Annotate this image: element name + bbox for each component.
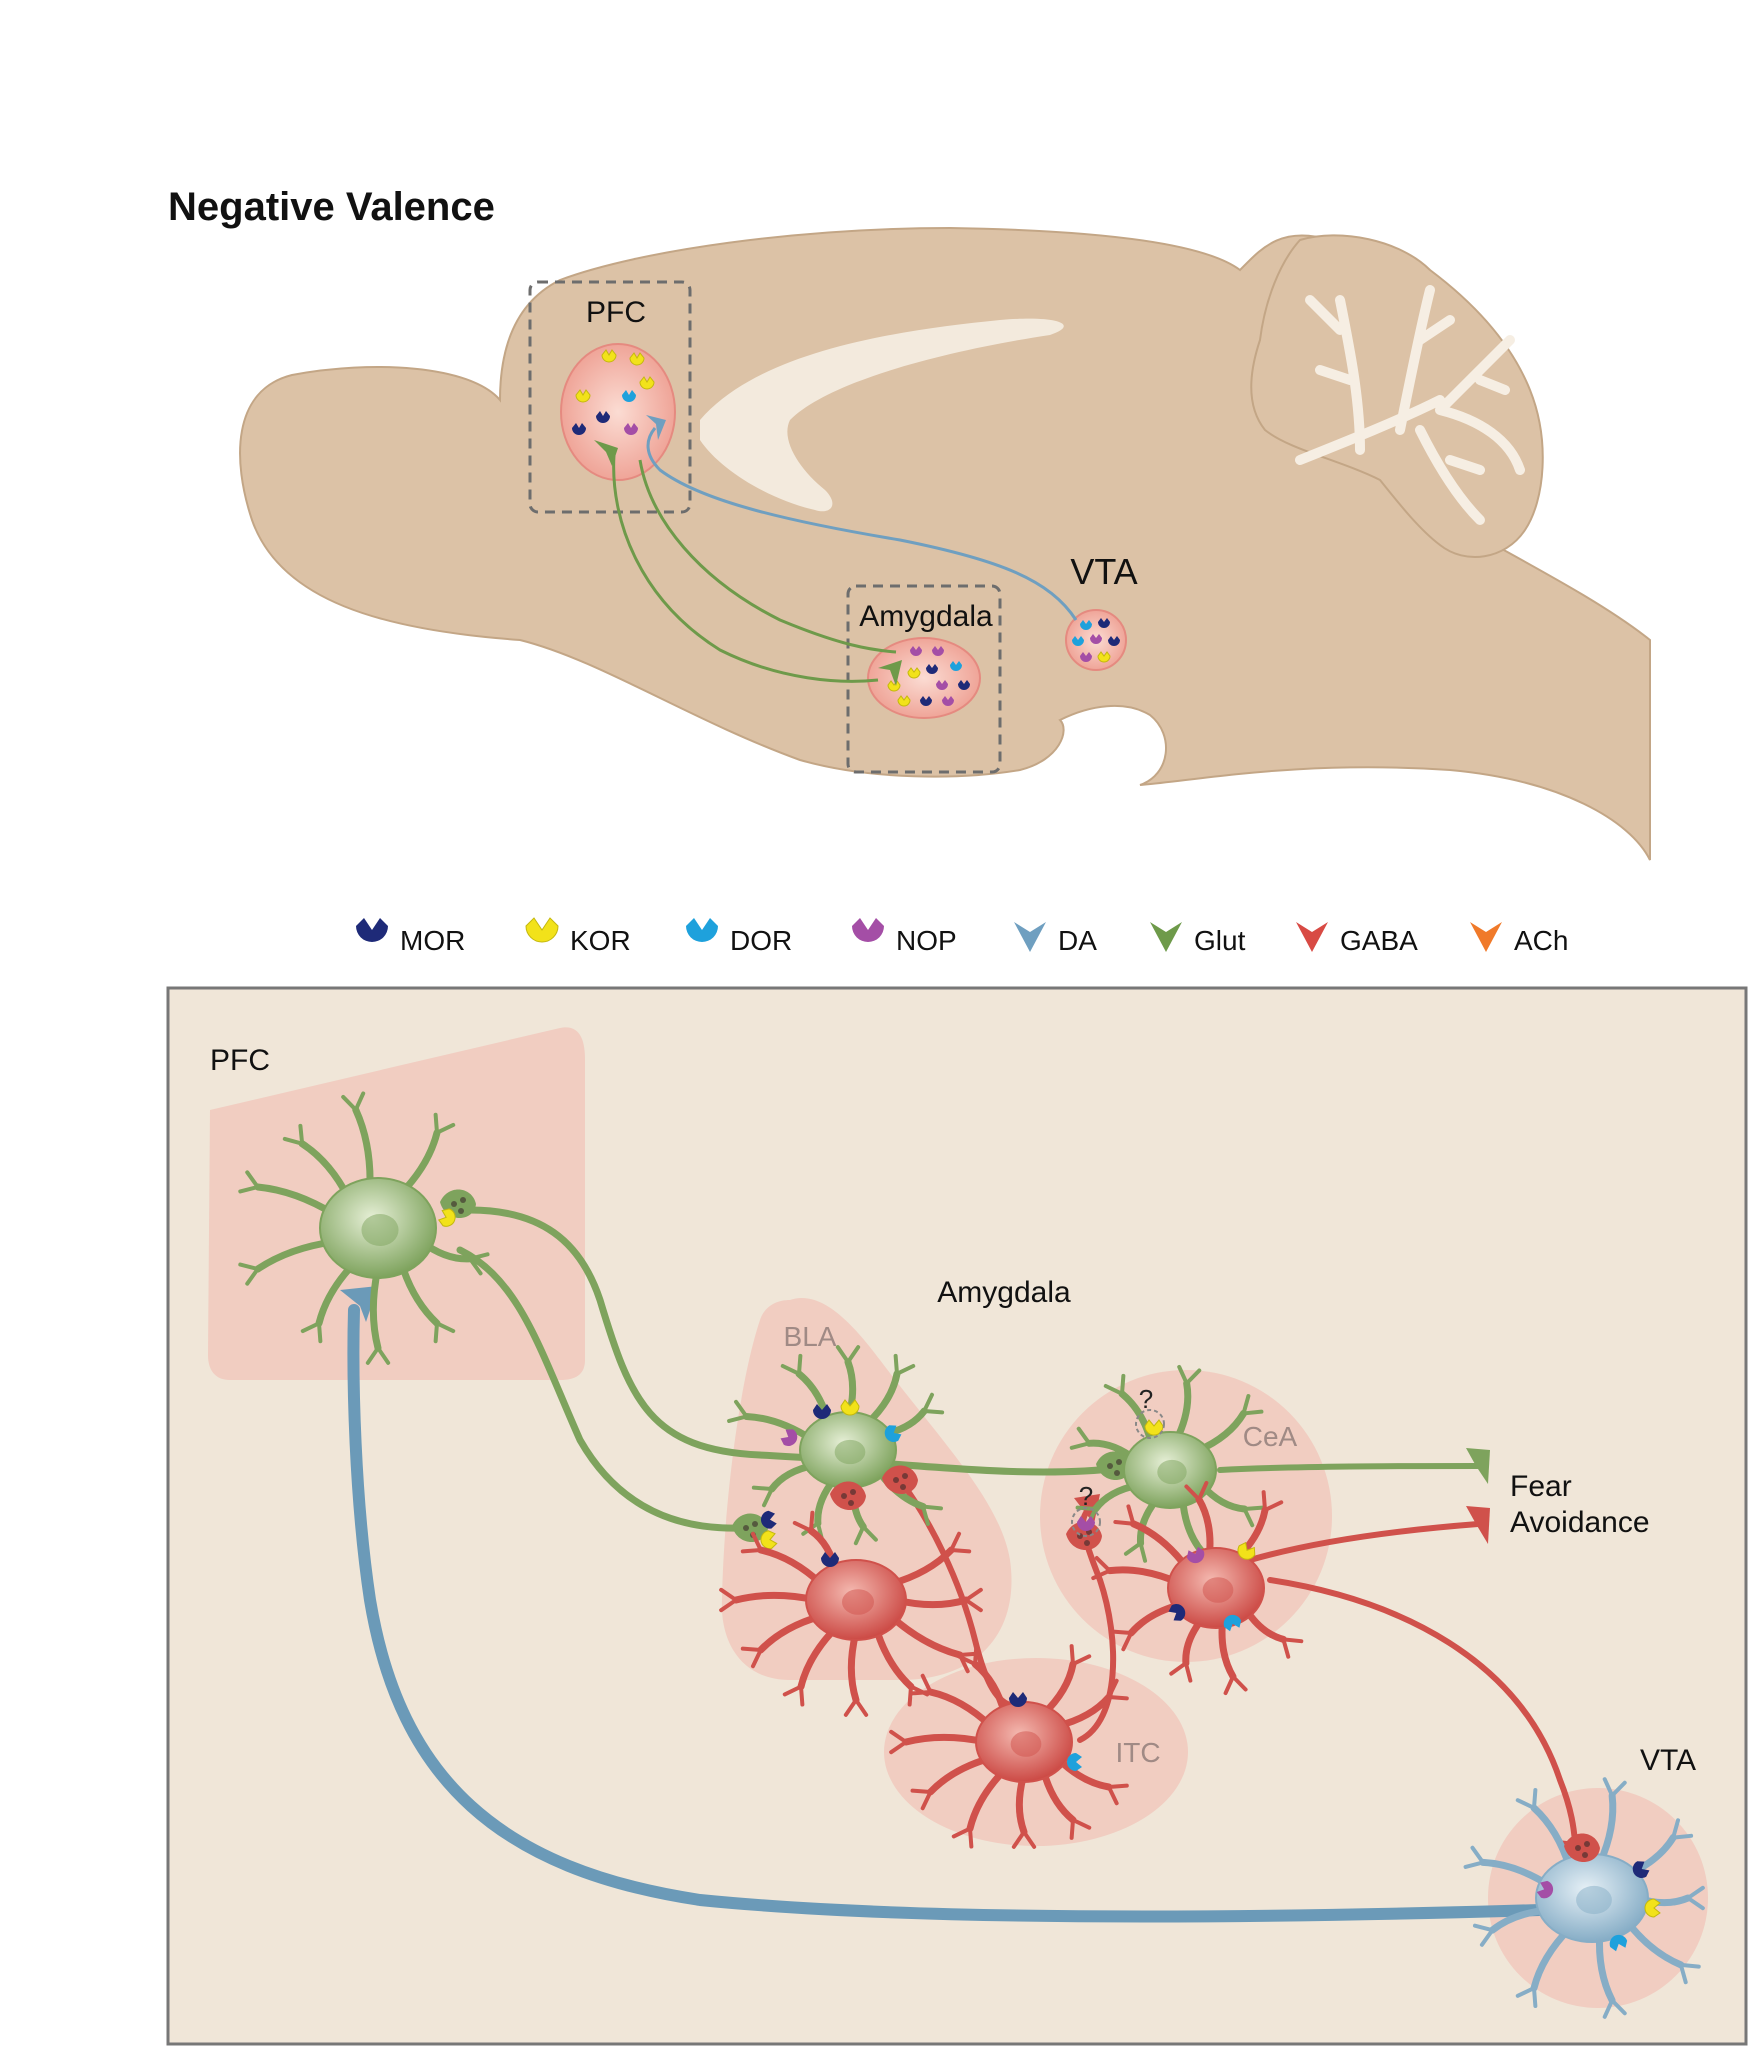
vta-receptors (1072, 618, 1120, 663)
itc-dor (1067, 1753, 1082, 1771)
glut-terminal-amygdala (878, 660, 902, 686)
pfc-receptors (572, 349, 655, 435)
pfc-dashed-box (528, 280, 692, 514)
question-mark-itc: ? (1079, 1481, 1093, 1511)
legend-item-kor: KOR (525, 917, 631, 956)
pfc-label: PFC (586, 296, 646, 329)
legend: MOR KOR DOR NOP DA Glut GABA ACh (356, 917, 1568, 956)
legend-label-mor: MOR (400, 925, 465, 956)
amygdala-label: Amygdala (859, 600, 993, 633)
vta-label: VTA (1070, 551, 1137, 592)
cea-to-vta-gaba-terminal (1564, 1833, 1600, 1862)
legend-item-ach: ACh (1470, 922, 1568, 956)
vta-da-neuron-nucleus (1576, 1885, 1612, 1915)
vta-da-neuron (1463, 1777, 1705, 2019)
cerebellum-arbor (1295, 285, 1525, 525)
cea-gaba-neuron-nucleus (1202, 1577, 1234, 1603)
legend-item-da: DA (1014, 922, 1097, 956)
da-terminal-pfc (646, 415, 666, 440)
bla-to-cea-glut-terminal (1096, 1451, 1132, 1480)
legend-label-da: DA (1058, 925, 1097, 956)
itc-gaba-neuron-nucleus (1010, 1731, 1042, 1757)
cea-unknown-kor (1144, 1419, 1164, 1436)
itc-label: ITC (1115, 1737, 1160, 1768)
vta-dor (1609, 1934, 1628, 1952)
bla-gaba-neuron-nucleus (842, 1589, 874, 1615)
bla-kor-receptor (840, 1399, 860, 1416)
legend-label-dor: DOR (730, 925, 792, 956)
itc-terminal-nop (1077, 1516, 1095, 1531)
cea-glut-neuron (1069, 1364, 1265, 1573)
avoidance-output-label: Avoidance (1510, 1506, 1650, 1539)
kor-receptor-icon (525, 917, 559, 943)
pfc-region (560, 343, 676, 481)
bla-gaba-mor (821, 1552, 839, 1567)
legend-item-mor: MOR (356, 918, 465, 956)
cea-gaba-neuron (1091, 1480, 1304, 1696)
pfc-glut-neuron-nucleus (361, 1214, 399, 1246)
pfc-kor-receptor (437, 1208, 456, 1227)
brain-projections (594, 415, 1078, 686)
pfc-panel-label: PFC (210, 1044, 270, 1077)
bla-glut-neuron-nucleus (834, 1439, 866, 1465)
neurons (238, 1091, 1705, 2019)
dor-receptor-icon (686, 918, 718, 942)
mor-receptor-icon (356, 918, 388, 942)
itc-gaba-neuron (889, 1644, 1129, 1849)
itc-mor (1009, 1692, 1027, 1707)
cea-glut-neuron-nucleus (1157, 1459, 1187, 1485)
legend-label-ach: ACh (1514, 925, 1568, 956)
ach-terminal-icon (1470, 922, 1502, 952)
glut-terminal-icon (1150, 922, 1182, 952)
amygdala-dashed-box (846, 584, 1002, 774)
unknown-receptor-cea (1135, 1409, 1165, 1439)
cea-gaba-dor (1223, 1614, 1242, 1632)
legend-label-glut: Glut (1194, 925, 1246, 956)
cea-gaba-mor (1168, 1604, 1186, 1621)
glut-terminal-pfc (594, 440, 618, 466)
cea-gaba-kor (1237, 1541, 1256, 1560)
nop-receptor-icon (852, 918, 884, 942)
legend-item-dor: DOR (686, 918, 792, 956)
fear-output-label: Fear (1510, 1470, 1572, 1503)
bla-nop-receptor (780, 1429, 798, 1446)
vta-kor (1644, 1898, 1661, 1918)
cea-gaba-nop (1186, 1546, 1205, 1564)
da-axon (347, 1304, 1546, 1923)
unknown-receptor-itc-terminal (1071, 1507, 1101, 1537)
vta-mor (1632, 1861, 1650, 1878)
bla-gaba-terminal-1 (830, 1481, 866, 1510)
bla-mor-receptor (813, 1404, 831, 1419)
legend-item-nop: NOP (852, 918, 957, 956)
vta-nop (1536, 1880, 1554, 1899)
legend-item-glut: Glut (1150, 922, 1246, 956)
gaba-terminal-icon (1296, 922, 1328, 952)
pfc-glut-neuron (238, 1091, 490, 1365)
bla-terminal-mor (761, 1510, 777, 1529)
legend-label-gaba: GABA (1340, 925, 1418, 956)
amygdala-receptors (887, 646, 970, 707)
brain-sagittal (239, 226, 1651, 861)
cea-label: CeA (1243, 1421, 1298, 1452)
figure-title: Negative Valence (168, 185, 495, 229)
bla-gaba-terminal-2 (882, 1465, 918, 1494)
amygdala-panel-label: Amygdala (937, 1276, 1071, 1309)
da-terminal-pfc-neuron (340, 1286, 378, 1322)
question-mark-cea: ? (1139, 1384, 1153, 1414)
da-terminal-icon (1014, 922, 1046, 952)
bla-label: BLA (784, 1321, 837, 1352)
legend-label-nop: NOP (896, 925, 957, 956)
bla-terminal-kor (760, 1530, 778, 1550)
legend-label-kor: KOR (570, 925, 631, 956)
vta-panel-label: VTA (1640, 1744, 1696, 1777)
legend-item-gaba: GABA (1296, 922, 1418, 956)
bla-dor-receptor (884, 1425, 902, 1442)
corpus-callosum (700, 318, 1064, 512)
bla-region (721, 1298, 1012, 1680)
